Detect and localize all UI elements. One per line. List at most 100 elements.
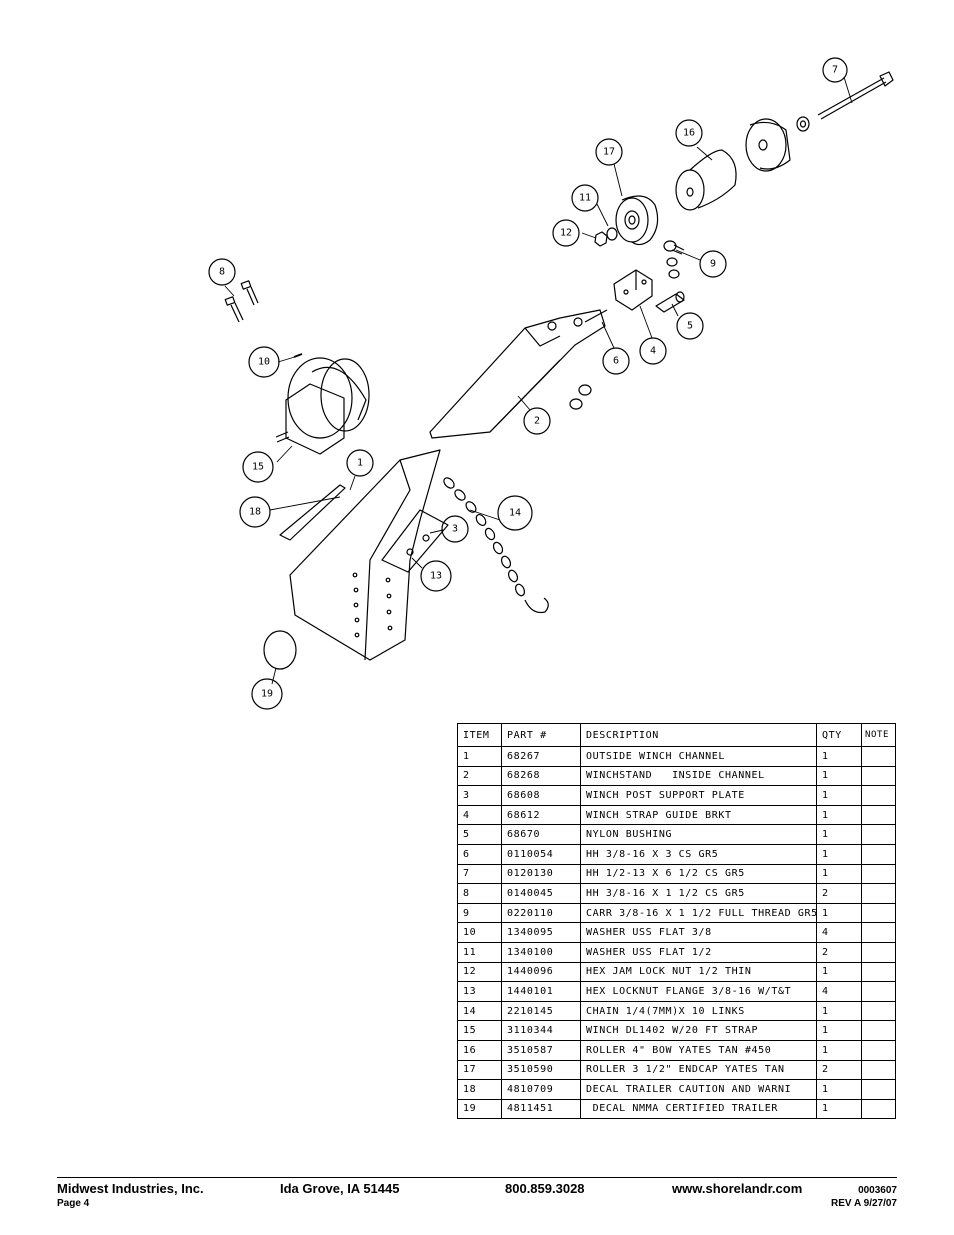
chain-14-part — [443, 477, 549, 614]
cell-description: WINCH DL1402 W/20 FT STRAP — [580, 1020, 817, 1041]
winch-15-part — [275, 357, 370, 455]
nut-12-part — [594, 231, 608, 247]
callout-19 — [251, 678, 283, 710]
callout-9 — [699, 250, 727, 278]
cell-item: 19 — [457, 1098, 502, 1120]
cell-item: 4 — [457, 804, 502, 826]
cell-note — [861, 1079, 896, 1100]
cell-part: 1340100 — [501, 941, 581, 963]
cell-qty: 1 — [816, 746, 862, 767]
cell-item: 14 — [457, 1000, 502, 1022]
cell-description: HEX LOCKNUT FLANGE 3/8-16 W/T&T — [580, 981, 817, 1002]
decal-18-part — [279, 484, 346, 541]
cell-part: 68608 — [501, 785, 581, 806]
callout-13-label: 13 — [430, 571, 442, 582]
header-qty: QTY — [816, 723, 862, 747]
cell-part: 4811451 — [501, 1098, 581, 1120]
cell-part: 68267 — [501, 746, 581, 767]
callout-18-label: 18 — [249, 507, 261, 518]
header-item: ITEM — [457, 723, 502, 747]
cell-part: 4810709 — [501, 1079, 581, 1100]
cell-note — [861, 804, 896, 826]
footer-website: www.shorelandr.com — [672, 1181, 803, 1196]
cell-description: WINCH POST SUPPORT PLATE — [580, 785, 817, 806]
callout-12 — [552, 219, 580, 247]
bolt-7-part — [817, 71, 894, 120]
cell-qty: 1 — [816, 843, 862, 865]
cell-qty: 1 — [816, 804, 862, 826]
cell-item: 8 — [457, 883, 502, 904]
cell-item: 11 — [457, 941, 502, 963]
cell-note — [861, 1059, 896, 1081]
callout-7 — [822, 57, 848, 83]
strap-guide-bracket-4-part — [613, 269, 653, 311]
callout-7-label: 7 — [832, 65, 838, 76]
cell-part: 1440101 — [501, 981, 581, 1002]
cell-description: ROLLER 4" BOW YATES TAN #450 — [580, 1039, 817, 1061]
cell-item: 15 — [457, 1020, 502, 1041]
cell-description: ROLLER 3 1/2" ENDCAP YATES TAN — [580, 1059, 817, 1081]
callout-11-label: 11 — [579, 193, 591, 204]
cell-description: HH 1/2-13 X 6 1/2 CS GR5 — [580, 863, 817, 885]
cell-item: 1 — [457, 746, 502, 767]
washer-part — [796, 116, 810, 132]
outside-channel-1-part — [289, 449, 441, 661]
callout-3-label: 3 — [452, 524, 458, 535]
callout-2 — [523, 407, 551, 435]
cell-item: 16 — [457, 1039, 502, 1061]
footer-phone: 800.859.3028 — [505, 1181, 585, 1196]
cell-qty: 1 — [816, 1020, 862, 1041]
cell-note — [861, 981, 896, 1002]
cell-item: 7 — [457, 863, 502, 885]
cell-note — [861, 883, 896, 904]
cell-part: 0140045 — [501, 883, 581, 904]
exploded-parts-diagram: 7 16 17 11 12 9 8 5 4 6 10 2 15 1 18 14 … — [208, 57, 894, 710]
cell-part: 68268 — [501, 765, 581, 787]
callout-12-label: 12 — [560, 228, 572, 239]
cell-part: 3110344 — [501, 1020, 581, 1041]
endcap-roller-17-part — [615, 195, 659, 246]
callout-9-label: 9 — [710, 259, 716, 270]
cell-qty: 1 — [816, 961, 862, 983]
cell-note — [861, 1020, 896, 1041]
callout-18 — [239, 496, 271, 528]
cell-description: WINCHSTAND INSIDE CHANNEL — [580, 765, 817, 787]
callout-5-label: 5 — [687, 321, 693, 332]
footer-revision: REV A 9/27/07 — [831, 1198, 897, 1209]
footer-page-number: Page 4 — [57, 1198, 90, 1209]
callout-17 — [595, 138, 623, 166]
callout-8 — [208, 258, 236, 286]
callout-10 — [248, 346, 280, 378]
footer-company: Midwest Industries, Inc. — [57, 1181, 204, 1196]
cell-part: 68612 — [501, 804, 581, 826]
header-description: DESCRIPTION — [580, 723, 817, 747]
post-support-plate-3-part — [381, 509, 449, 573]
cell-item: 3 — [457, 785, 502, 806]
cell-note — [861, 863, 896, 885]
callout-15 — [242, 451, 274, 483]
callout-16 — [675, 119, 703, 147]
cell-item: 10 — [457, 922, 502, 943]
cell-qty: 2 — [816, 1059, 862, 1081]
callout-11 — [571, 184, 599, 212]
cell-qty: 1 — [816, 1000, 862, 1022]
cell-note — [861, 1000, 896, 1022]
callout-16-label: 16 — [683, 128, 695, 139]
cell-qty: 2 — [816, 941, 862, 963]
inside-channel-2-part — [429, 309, 608, 439]
cell-qty: 2 — [816, 883, 862, 904]
header-note: NOTE — [861, 723, 896, 747]
carriage-bolt-9-part — [663, 240, 685, 255]
cell-description: CHAIN 1/4(7MM)X 10 LINKS — [580, 1000, 817, 1022]
